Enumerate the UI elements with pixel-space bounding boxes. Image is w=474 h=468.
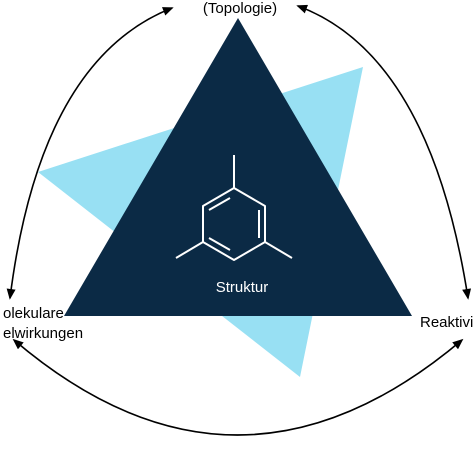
left-label-line2: elwirkungen [3,325,83,342]
top-label-topologie: (Topologie) [203,0,277,17]
center-label-struktur: Struktur [216,279,269,296]
left-label-line1: olekulare [3,305,64,322]
arrow-top-left [6,7,174,300]
arrow-top-right [296,4,472,300]
trimethylbenzene-structure-icon [175,155,293,261]
arrow-bottom [12,338,464,436]
right-label-reaktivitaet: Reaktivi [420,314,473,331]
